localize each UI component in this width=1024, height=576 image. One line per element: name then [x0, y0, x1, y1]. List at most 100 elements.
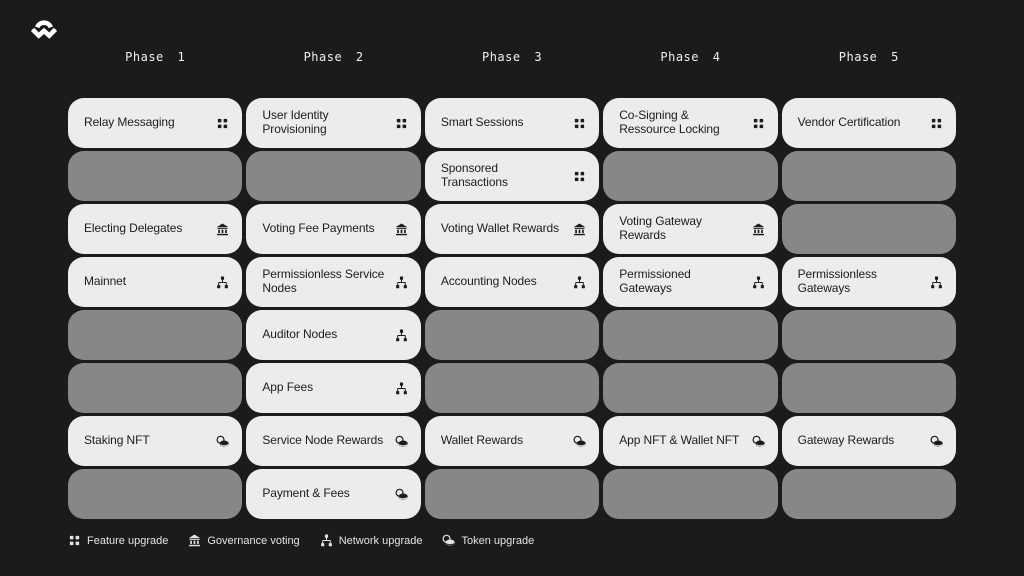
card-label: Electing Delegates	[84, 221, 183, 236]
card-label: Voting Gateway Rewards	[619, 214, 702, 242]
roadmap-card: Permissionless Service Nodes	[246, 257, 421, 307]
roadmap-grid: Relay Messaging Electing Delegates Mainn…	[68, 98, 957, 519]
feature-upgrade-icon	[68, 534, 81, 547]
governance-voting-icon	[573, 223, 586, 236]
roadmap-card: Service Node Rewards	[246, 416, 421, 466]
network-upgrade-icon	[395, 329, 408, 342]
legend-item: Network upgrade	[320, 534, 423, 547]
card-label: Mainnet	[84, 274, 126, 289]
card-label: Co-Signing & Ressource Locking	[619, 108, 720, 136]
roadmap-card: Auditor Nodes	[246, 310, 421, 360]
card-label: Auditor Nodes	[262, 327, 338, 342]
roadmap-card: Co-Signing & Ressource Locking	[603, 98, 778, 148]
legend-item: Feature upgrade	[68, 534, 168, 547]
card-label: Staking NFT	[84, 433, 150, 448]
roadmap-card: App Fees	[246, 363, 421, 413]
card-label: App NFT & Wallet NFT	[619, 433, 740, 448]
roadmap-card-placeholder	[424, 310, 600, 360]
legend: Feature upgrade Governance voting Networ…	[68, 534, 534, 547]
phase-column-4: Co-Signing & Ressource Locking Voting Ga…	[603, 98, 778, 519]
token-upgrade-icon	[930, 435, 943, 448]
roadmap-card-placeholder	[603, 310, 778, 360]
governance-voting-icon	[216, 223, 229, 236]
token-upgrade-icon	[395, 488, 408, 501]
network-upgrade-icon	[395, 382, 408, 395]
token-upgrade-icon	[216, 435, 230, 448]
roadmap-card: Sponsored Transactions	[424, 151, 600, 201]
roadmap-card: Gateway Rewards	[781, 416, 957, 466]
card-label: Permissionless Gateways	[797, 267, 877, 295]
walletconnect-logo	[27, 14, 61, 44]
phase-header-4: Phase 4	[660, 50, 721, 64]
feature-upgrade-icon	[930, 117, 943, 130]
governance-voting-icon	[752, 223, 765, 236]
legend-item: Token upgrade	[442, 534, 534, 547]
roadmap-card-placeholder	[68, 469, 243, 519]
feature-upgrade-icon	[752, 117, 765, 130]
roadmap-card: Voting Wallet Rewards	[424, 204, 600, 254]
governance-voting-icon	[395, 223, 408, 236]
roadmap-card: Accounting Nodes	[424, 257, 600, 307]
card-label: Vendor Certification	[797, 115, 901, 130]
phase-column-3: Smart Sessions Sponsored Transactions Vo…	[424, 98, 600, 519]
phase-column-5: Vendor Certification Permissionless Gate…	[781, 98, 957, 519]
roadmap-card-placeholder	[781, 151, 957, 201]
network-upgrade-icon	[320, 534, 333, 547]
roadmap-card-placeholder	[424, 469, 600, 519]
legend-label: Feature upgrade	[87, 534, 169, 547]
roadmap-card-placeholder	[68, 363, 243, 413]
feature-upgrade-icon	[216, 117, 229, 130]
roadmap-card: Relay Messaging	[68, 98, 243, 148]
roadmap-card-placeholder	[781, 310, 957, 360]
roadmap-card-placeholder	[603, 363, 778, 413]
token-upgrade-icon	[752, 435, 765, 448]
network-upgrade-icon	[573, 276, 586, 289]
token-upgrade-icon	[442, 534, 456, 547]
roadmap-card-placeholder	[424, 363, 600, 413]
phase-column-2: User Identity Provisioning Voting Fee Pa…	[246, 98, 421, 519]
phase-header-2: Phase 2	[303, 50, 364, 64]
roadmap-card-placeholder	[603, 469, 778, 519]
card-label: Gateway Rewards	[797, 433, 895, 448]
legend-label: Network upgrade	[338, 534, 423, 547]
feature-upgrade-icon	[573, 117, 586, 130]
phase-column-1: Relay Messaging Electing Delegates Mainn…	[68, 98, 243, 519]
roadmap-card-placeholder	[246, 151, 421, 201]
roadmap-card: Voting Gateway Rewards	[603, 204, 778, 254]
card-label: Smart Sessions	[440, 115, 524, 130]
roadmap-card: Smart Sessions	[424, 98, 600, 148]
roadmap-card: Vendor Certification	[781, 98, 957, 148]
roadmap-card: Staking NFT	[68, 416, 243, 466]
card-label: Sponsored Transactions	[440, 161, 508, 189]
token-upgrade-icon	[573, 435, 586, 448]
card-label: App Fees	[262, 380, 313, 395]
roadmap-card-placeholder	[781, 204, 957, 254]
legend-label: Token upgrade	[461, 534, 535, 547]
card-label: Wallet Rewards	[440, 433, 523, 448]
roadmap-card: App NFT & Wallet NFT	[603, 416, 778, 466]
network-upgrade-icon	[395, 276, 408, 289]
legend-label: Governance voting	[207, 534, 300, 547]
governance-voting-icon	[188, 534, 201, 547]
card-label: Accounting Nodes	[440, 274, 537, 289]
roadmap-card-placeholder	[68, 151, 243, 201]
roadmap-card: Permissionless Gateways	[781, 257, 957, 307]
roadmap-card-placeholder	[603, 151, 778, 201]
roadmap-card: Permissioned Gateways	[603, 257, 778, 307]
roadmap-card: Mainnet	[68, 257, 243, 307]
network-upgrade-icon	[752, 276, 765, 289]
roadmap-card: Payment & Fees	[246, 469, 421, 519]
roadmap-card-placeholder	[781, 363, 957, 413]
card-label: Relay Messaging	[84, 115, 175, 130]
card-label: Voting Wallet Rewards	[440, 221, 559, 236]
phase-header-1: Phase 1	[125, 50, 186, 64]
phase-header-5: Phase 5	[838, 50, 899, 64]
roadmap-card: User Identity Provisioning	[246, 98, 421, 148]
card-label: Service Node Rewards	[262, 433, 384, 448]
roadmap-card: Wallet Rewards	[424, 416, 600, 466]
legend-item: Governance voting	[188, 534, 300, 547]
roadmap-card: Electing Delegates	[68, 204, 243, 254]
roadmap-card-placeholder	[68, 310, 243, 360]
card-label: Permissionless Service Nodes	[262, 267, 385, 295]
